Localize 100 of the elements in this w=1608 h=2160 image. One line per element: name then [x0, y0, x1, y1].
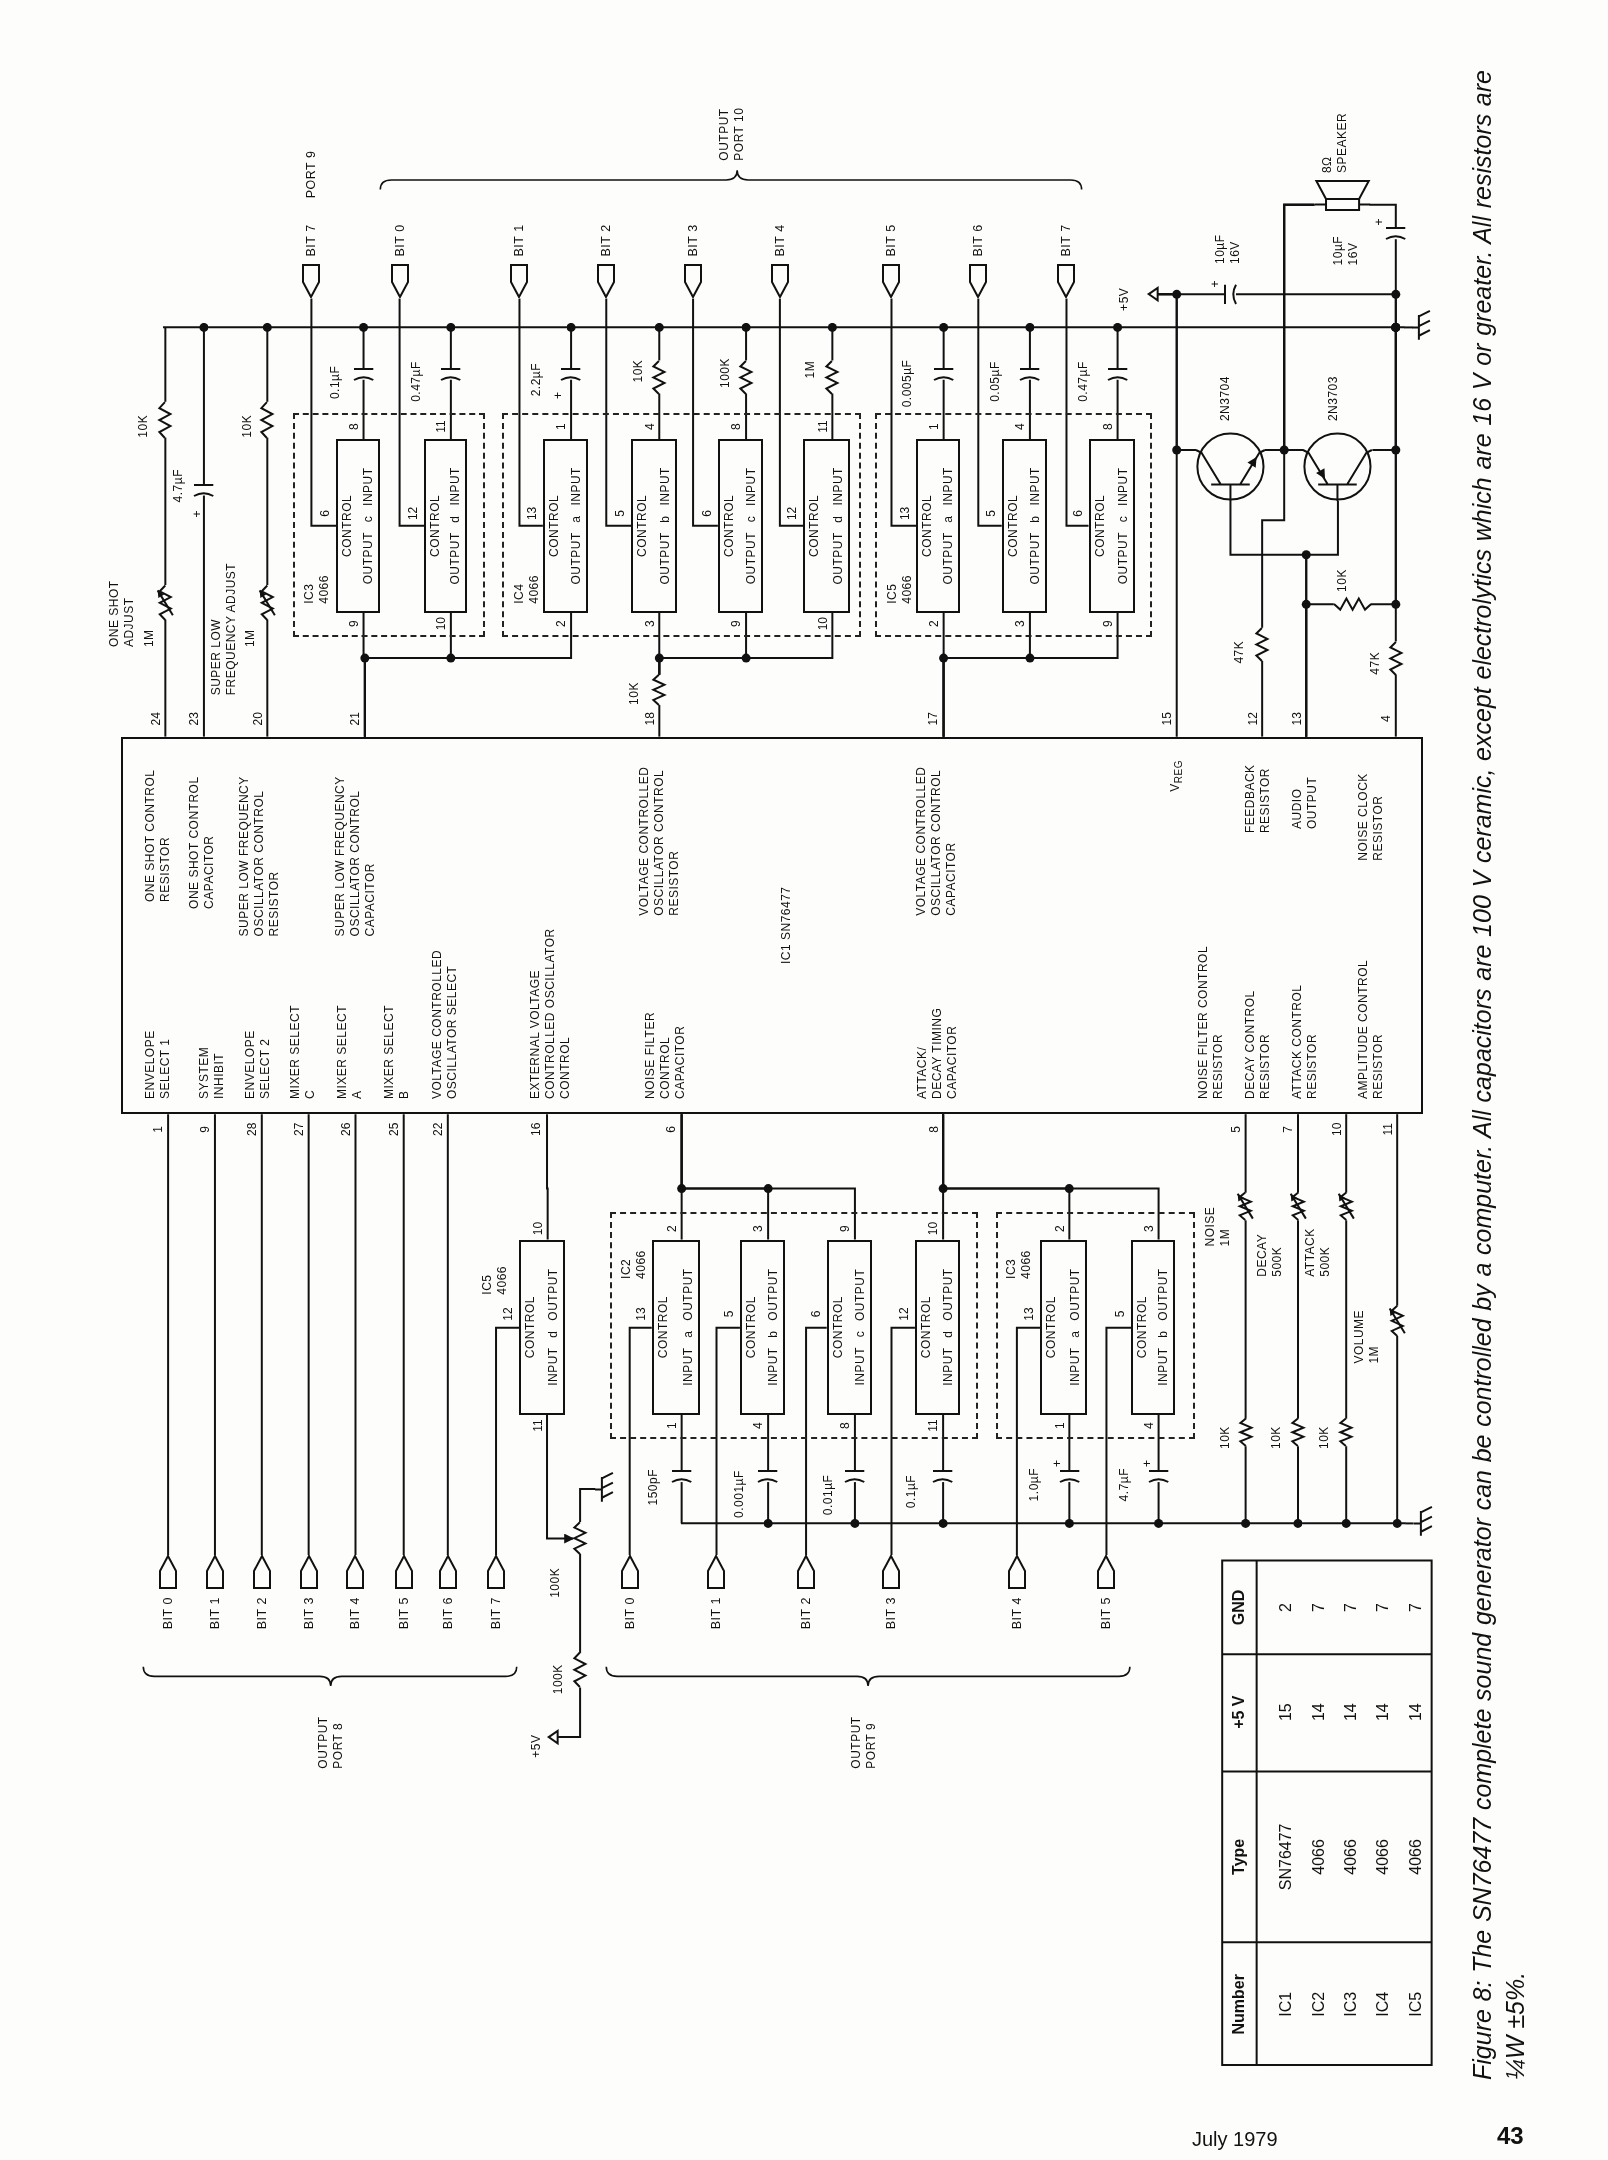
switch-box	[542, 439, 589, 613]
wire	[1156, 293, 1197, 452]
switch-label: CONTROL	[1135, 1296, 1151, 1359]
pin-number: 8	[927, 1126, 942, 1133]
bit-label: BIT 5	[1099, 1597, 1114, 1630]
switch-box	[1040, 1239, 1088, 1415]
switch-label: CONTROL	[918, 1296, 934, 1359]
component-value: 0.01µF	[821, 1474, 837, 1516]
pin-number: 23	[187, 712, 202, 726]
pin-function-label: VOLTAGE CONTROLLED OSCILLATOR CONTROL RESISTOR	[636, 765, 682, 916]
wire	[164, 618, 167, 738]
wire	[202, 494, 205, 738]
switch-label: CONTROL	[340, 494, 356, 557]
pin-number: 3	[1141, 1225, 1156, 1232]
pin-number: 25	[387, 1122, 402, 1136]
port-label: PORT 9	[304, 150, 319, 199]
page-date: July 1979	[1192, 2128, 1278, 2151]
pin-number: 9	[1100, 620, 1115, 627]
switch-label: CONTROL	[428, 494, 444, 557]
pin-number: 1	[554, 423, 569, 430]
component-value: 100K	[551, 1664, 567, 1695]
pin-number: 18	[642, 712, 657, 726]
pin-number: 5	[983, 510, 998, 517]
table-cell: 7	[1374, 1603, 1393, 1612]
wire	[1391, 323, 1400, 643]
wire	[658, 703, 661, 738]
table-cell: 14	[1374, 1703, 1393, 1722]
polarity-mark: +	[1139, 1459, 1155, 1467]
switch-box	[717, 439, 764, 613]
wire	[831, 392, 834, 440]
bit-label: BIT 5	[884, 224, 899, 257]
pin-number: 4	[1379, 715, 1394, 723]
switch-box	[914, 1239, 961, 1415]
switch-box	[826, 1239, 873, 1415]
pin-number: 2	[1052, 1225, 1067, 1232]
supply-label: +5V	[1117, 287, 1133, 311]
chip-label: IC3 4066	[302, 574, 333, 604]
pin-function-label: ATTACK/ DECAY TIMING CAPACITOR	[914, 1006, 960, 1100]
bit-label: BIT 3	[884, 1597, 899, 1630]
bit-label: BIT 2	[254, 1597, 269, 1630]
pin-number: 10	[926, 1221, 941, 1236]
wire	[680, 1113, 856, 1241]
pin-function-label: NOISE FILTER CONTROL RESISTOR	[1196, 945, 1226, 1100]
component-value: 0.05µF	[987, 361, 1003, 402]
pin-function-label: DECAY CONTROL RESISTOR	[1242, 989, 1273, 1100]
chip-label: IC3 4066	[1003, 1249, 1034, 1279]
switch-label: INPUT b OUTPUT	[766, 1268, 782, 1386]
switch-box	[1001, 439, 1048, 613]
pin-number: 13	[524, 506, 539, 521]
pin-number: 13	[1289, 712, 1304, 726]
wire	[1261, 659, 1264, 738]
component-label: VOLUME 1M	[1351, 1308, 1382, 1364]
switch-label: CONTROL	[1044, 1296, 1060, 1359]
wire	[310, 297, 338, 527]
pin-function-label: MIXER SELECT C	[287, 1004, 318, 1100]
pin-function-label: ATTACK CONTROL RESISTOR	[1289, 983, 1320, 1100]
pin-number: 15	[1160, 712, 1175, 726]
pin-number: 11	[815, 420, 830, 433]
pin-function-label: SUPER LOW FREQUENCY OSCILLATOR CONTROL CAPACITOR	[333, 775, 379, 937]
wire	[1393, 1335, 1402, 1528]
pin-function-label: VOLTAGE CONTROLLED OSCILLATOR SELECT	[429, 948, 460, 1100]
wire	[362, 378, 365, 440]
pin-function-label: ONE SHOT CONTROL CAPACITOR	[187, 775, 218, 909]
component-value: 0.47µF	[409, 361, 425, 402]
table-cell: 14	[1309, 1703, 1328, 1722]
wire	[853, 1413, 856, 1473]
bit-label: BIT 3	[301, 1597, 316, 1630]
wire	[942, 378, 945, 440]
wire	[658, 392, 661, 440]
table-cell: IC4	[1374, 1991, 1393, 2017]
switch-box	[651, 1239, 700, 1415]
pin-number: 16	[529, 1122, 543, 1136]
pin-number: 9	[346, 620, 361, 627]
port-label: OUTPUT PORT 9	[848, 1715, 879, 1769]
pin-number: 6	[1070, 510, 1085, 517]
pin-number: 4	[1013, 423, 1028, 430]
table-cell: IC5	[1407, 1991, 1426, 2017]
wire	[605, 297, 633, 527]
component-value: 10K	[136, 414, 152, 438]
wire	[1028, 378, 1031, 440]
figure-caption: Figure 8: The SN76477 complete sound generator can be controlled by a computer. All capacitors are 100 V ceramic, except electrolytics which are 16 V or greater. All resistors are ¼W ±5%.	[1467, 70, 1530, 2080]
wire	[1345, 1113, 1348, 1194]
component-value: 1M	[242, 629, 258, 648]
pin-number: 28	[245, 1122, 260, 1136]
wire	[1241, 1445, 1250, 1528]
wire	[1105, 1326, 1133, 1557]
wire	[742, 323, 751, 362]
wire	[1113, 323, 1122, 370]
pin-number: 11	[531, 1419, 545, 1432]
chip-label: IC1 SN76477	[778, 885, 794, 964]
table-cell: 4066	[1374, 1839, 1393, 1875]
pin-number: 12	[406, 506, 421, 521]
pin-number: 12	[785, 506, 800, 521]
switch-label: OUTPUT d INPUT	[831, 467, 847, 585]
pin-number: 12	[896, 1307, 911, 1321]
pin-function-label: AMPLITUDE CONTROL RESISTOR	[1355, 959, 1386, 1100]
dashed-package-outline	[293, 412, 485, 638]
pin-number: 8	[346, 423, 361, 430]
wire	[1305, 603, 1335, 738]
wire	[1154, 1481, 1163, 1528]
